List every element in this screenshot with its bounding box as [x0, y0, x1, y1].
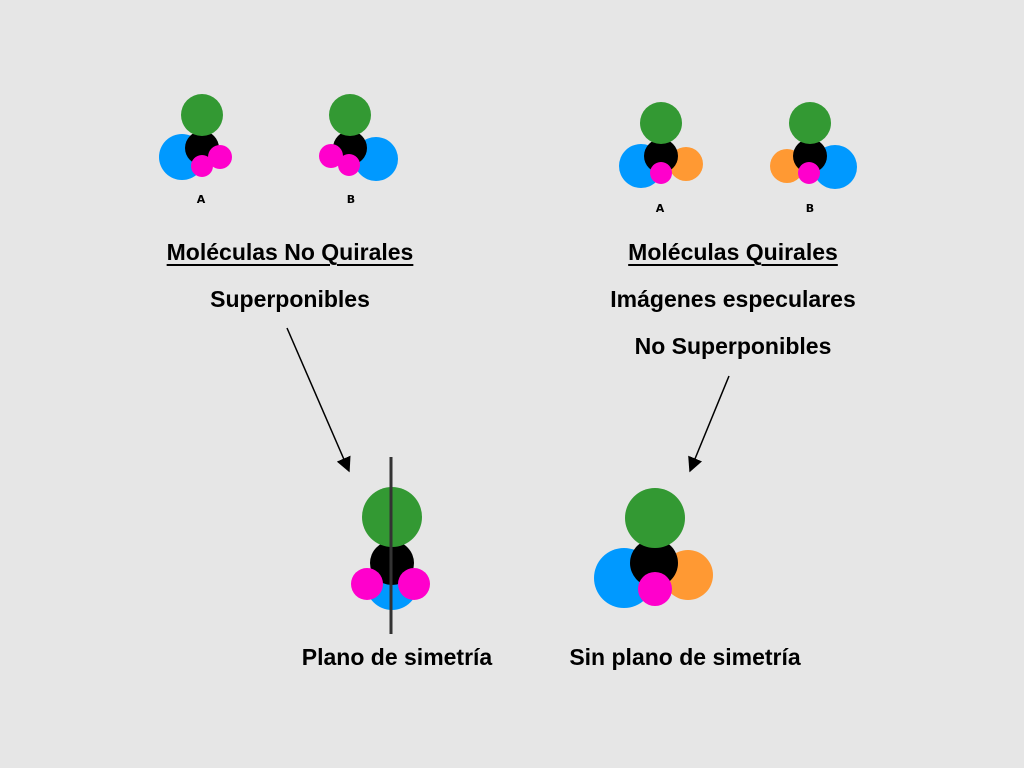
- atom-green: [640, 102, 682, 144]
- caption-no-symmetry-plane: Sin plano de simetría: [569, 644, 801, 670]
- arrow-right: [688, 375, 730, 473]
- chiral-molecule-b: [770, 102, 857, 189]
- atom-magenta: [638, 572, 672, 606]
- atom-magenta: [798, 162, 820, 184]
- atom-magenta: [650, 162, 672, 184]
- atom-magenta: [319, 144, 343, 168]
- achiral-molecule-b: [319, 94, 398, 181]
- atom-magenta: [338, 154, 360, 176]
- atom-magenta: [191, 155, 213, 177]
- label-left-b: B: [346, 193, 356, 206]
- atom-green: [181, 94, 223, 136]
- atom-magenta: [351, 568, 383, 600]
- arrow-left: [286, 327, 351, 473]
- atom-black: [644, 139, 678, 173]
- achiral-molecule-a: [159, 94, 232, 180]
- label-right-a: A: [655, 202, 665, 215]
- atom-green: [789, 102, 831, 144]
- label-left-a: A: [196, 193, 206, 206]
- heading-chiral: Moléculas Quirales: [628, 239, 838, 265]
- heading-achiral: Moléculas No Quirales: [166, 239, 414, 265]
- chiral-molecule-large: [594, 488, 713, 608]
- label-right-b: B: [805, 202, 815, 215]
- atom-magenta: [208, 145, 232, 169]
- caption-symmetry-plane: Plano de simetría: [301, 644, 493, 670]
- atom-black: [630, 539, 678, 587]
- atom-black: [793, 139, 827, 173]
- atom-green: [625, 488, 685, 548]
- subheading-non-superimposable: No Superponibles: [634, 333, 832, 359]
- chiral-molecule-a: [619, 102, 703, 188]
- atom-green: [329, 94, 371, 136]
- subheading-mirror-images: Imágenes especulares: [610, 286, 856, 312]
- subheading-superimposable: Superponibles: [210, 286, 370, 312]
- atom-magenta: [398, 568, 430, 600]
